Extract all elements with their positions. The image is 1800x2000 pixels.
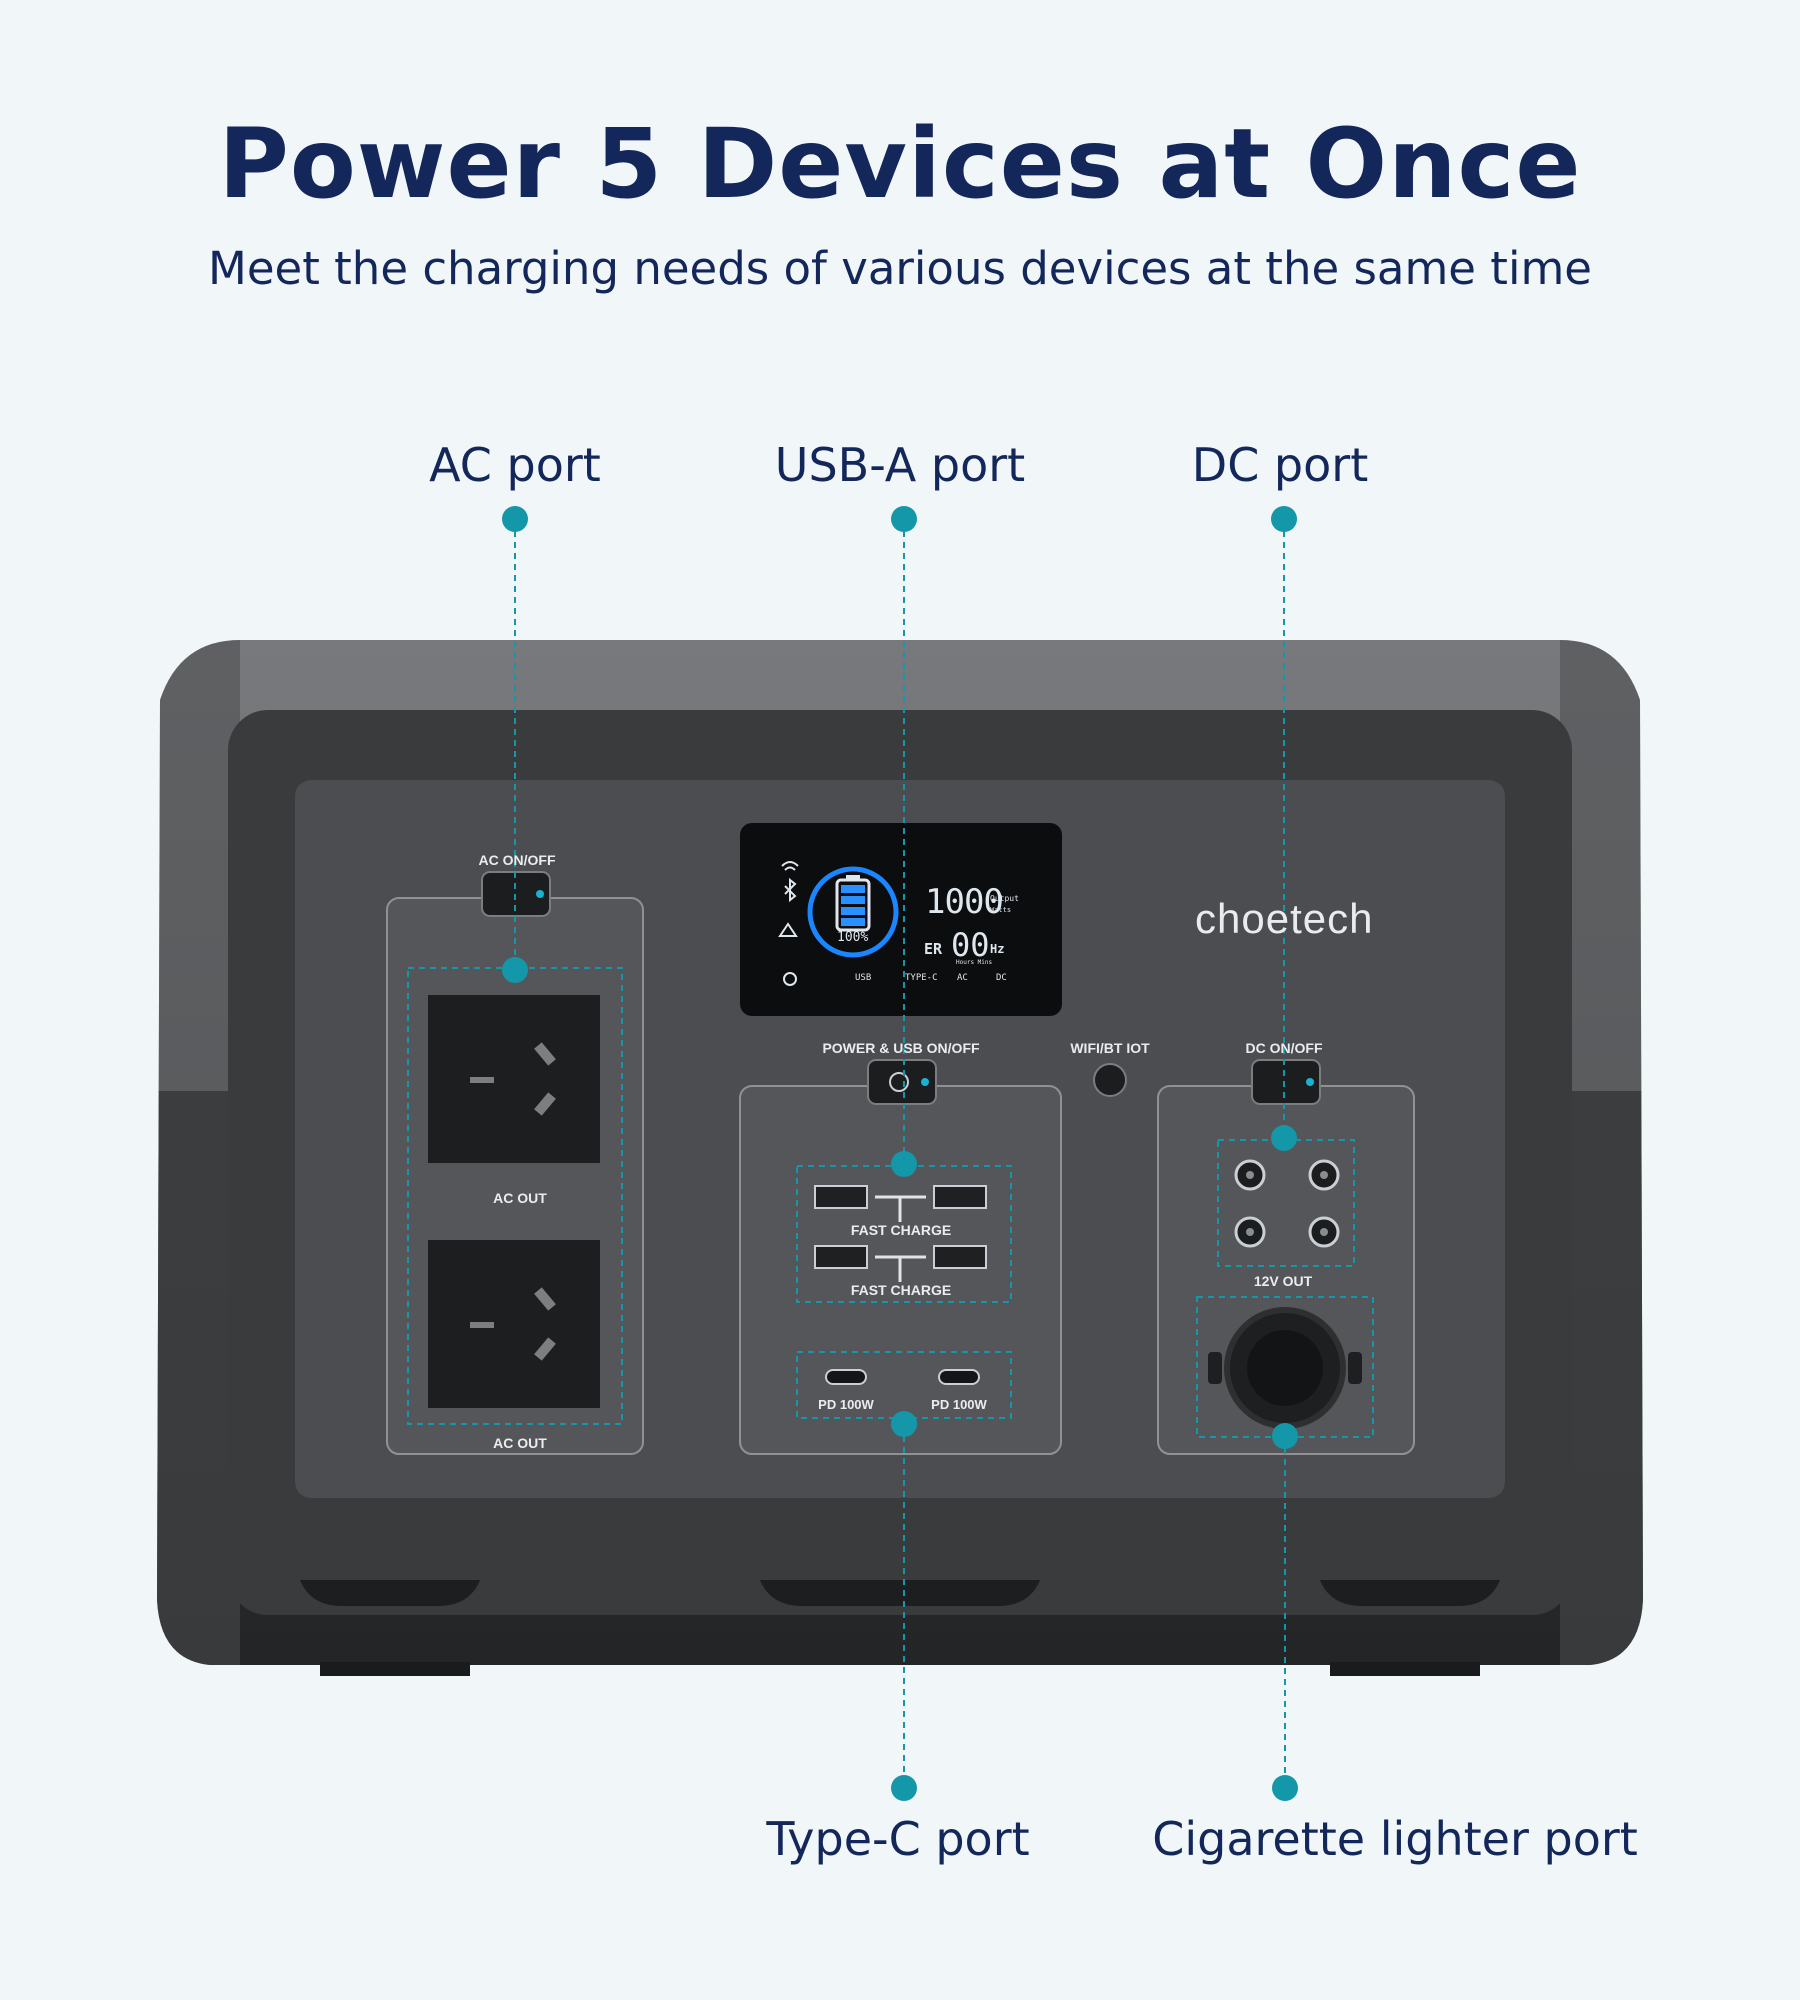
lcd-display: [740, 823, 1062, 1016]
battery-percent: 100%: [837, 930, 869, 945]
power-usb-switch-label: POWER & USB ON/OFF: [822, 1040, 980, 1056]
callout-dc-port: DC port: [1191, 438, 1369, 492]
brand-logo: choetech: [1195, 895, 1374, 942]
ac-out-label-1: AC OUT: [493, 1190, 547, 1206]
fast-charge-label-2: FAST CHARGE: [850, 1282, 952, 1298]
power-usb-switch: [867, 1059, 937, 1105]
type-c-port-2: [938, 1369, 980, 1385]
type-c-port-1: [825, 1369, 867, 1385]
ac-outlet-2: [428, 1240, 600, 1408]
watts-unit-label: Watts: [990, 906, 1012, 914]
battery-ring: [807, 866, 899, 958]
usb-a-port-2: [933, 1185, 987, 1209]
lcd-port-dc: DC: [996, 973, 1007, 983]
ac-switch-label: AC ON/OFF: [478, 852, 556, 868]
wifi-bt-label: WIFI/BT IOT: [1070, 1040, 1150, 1056]
wifi-bt-button: [1093, 1063, 1127, 1097]
usb-a-port-1: [814, 1185, 868, 1209]
pd-label-1: PD 100W: [818, 1397, 874, 1412]
page-title: Power 5 Devices at Once: [218, 108, 1582, 220]
page-subtitle: Meet the charging needs of various devic…: [208, 242, 1592, 295]
ac-outlet-1: [428, 995, 600, 1163]
lcd-port-ac: AC: [957, 973, 968, 983]
pd-label-2: PD 100W: [931, 1397, 987, 1412]
hz-unit: Hz: [990, 942, 1005, 956]
dc-switch: [1251, 1059, 1321, 1105]
callout-usb-a-port: USB-A port: [774, 438, 1026, 492]
usb-a-port-3: [814, 1245, 868, 1269]
callout-ac-port: AC port: [429, 438, 601, 492]
lcd-port-usb: USB: [855, 973, 872, 983]
dc-switch-label: DC ON/OFF: [1245, 1040, 1323, 1056]
output-watts-value: 1000: [925, 882, 1004, 922]
callout-cigarette-port: Cigarette lighter port: [1152, 1812, 1638, 1866]
output-unit-label: Output: [990, 894, 1019, 903]
ac-out-label-2: AC OUT: [493, 1435, 547, 1451]
dc-out-label: 12V OUT: [1253, 1273, 1313, 1289]
callout-type-c-port: Type-C port: [766, 1812, 1030, 1866]
fast-charge-label-1: FAST CHARGE: [850, 1222, 952, 1238]
usb-a-port-4: [933, 1245, 987, 1269]
time-units-label: Hours Mins: [956, 959, 993, 966]
hz-value: 00: [951, 926, 990, 964]
lcd-port-typec: TYPE-C: [905, 973, 938, 983]
er-label: ER: [924, 940, 943, 958]
